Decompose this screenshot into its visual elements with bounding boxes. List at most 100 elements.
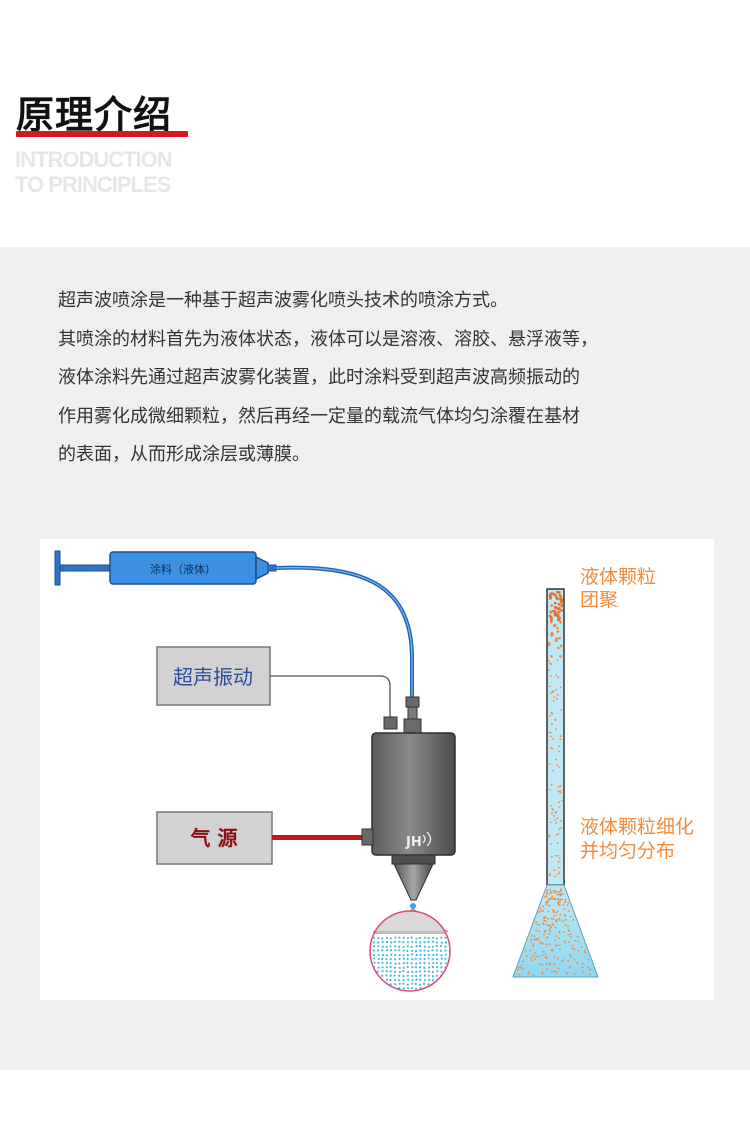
cone-particle — [555, 911, 558, 914]
tube-particle — [556, 659, 559, 662]
mist-droplet — [444, 953, 447, 956]
mist-droplet — [372, 941, 375, 944]
mist-droplet — [427, 949, 430, 953]
mist-droplet — [389, 965, 392, 969]
cone-particle — [519, 967, 522, 969]
gas-connector — [361, 828, 374, 846]
agglomerated-particle — [559, 594, 562, 598]
mist-droplet — [389, 937, 392, 940]
cone-particle — [565, 972, 568, 975]
cone-particle — [557, 891, 559, 893]
mist-droplet — [427, 974, 430, 977]
tube-particle — [552, 700, 555, 702]
mist-droplet — [444, 941, 448, 944]
tube-particle — [558, 857, 561, 860]
cone-particle — [560, 893, 562, 895]
mist-droplet — [398, 954, 401, 957]
ultrasonic-box: 超声振动 — [156, 646, 271, 706]
cone-particle — [543, 923, 545, 926]
tube-particle — [557, 786, 560, 788]
cone-particle — [569, 933, 572, 936]
gas-tube — [272, 835, 362, 840]
cone-particle — [538, 955, 541, 958]
mist-droplet — [373, 987, 376, 990]
mist-droplet — [415, 953, 418, 956]
mist-droplet — [444, 949, 447, 952]
ultrasonic-connector — [383, 716, 398, 730]
english-subtitle-line1: INTRODUCTION — [15, 147, 173, 172]
mist-droplet — [397, 945, 401, 948]
mist-droplet — [370, 937, 372, 940]
cone-particle — [546, 902, 548, 904]
cone-particle — [557, 901, 560, 904]
title-underline — [16, 131, 188, 137]
cone-particle — [547, 917, 549, 920]
cone-particle — [563, 940, 566, 942]
mist-droplet — [435, 949, 438, 952]
cone-particle — [542, 942, 544, 945]
mist-droplet — [402, 962, 405, 965]
cone-particle — [553, 898, 555, 900]
cone-particle — [587, 966, 589, 969]
mist-droplet — [377, 941, 380, 944]
cone-particle — [559, 919, 561, 922]
cone-particle — [528, 971, 530, 974]
tube-particle — [557, 860, 560, 863]
mist-droplet — [419, 983, 422, 986]
cone-particle — [569, 954, 572, 957]
syringe-nozzle — [255, 555, 269, 581]
agglomerated-particle — [550, 592, 553, 595]
mist-droplet — [397, 979, 400, 982]
agglomerated-particle — [557, 602, 561, 606]
mist-droplet — [431, 958, 434, 961]
mist-droplet — [445, 962, 448, 965]
mist-droplet — [410, 949, 414, 952]
cone-particle — [527, 973, 530, 975]
mist-droplet — [373, 974, 376, 977]
tube-particle — [559, 735, 562, 738]
mist-droplet — [423, 954, 426, 957]
mist-droplet — [385, 970, 388, 973]
cone-particle — [581, 966, 584, 969]
tube-particle — [548, 669, 550, 671]
mist-droplet — [370, 982, 371, 985]
mist-droplet — [390, 953, 393, 956]
mist-droplet — [390, 941, 393, 944]
mist-droplet — [448, 978, 450, 981]
cone-particle — [535, 938, 537, 940]
mist-droplet — [423, 949, 426, 952]
tube-particle — [554, 819, 556, 821]
mist-droplet — [398, 982, 401, 985]
cone-particle — [551, 923, 554, 925]
mist-droplet — [431, 949, 434, 952]
cone-particle — [517, 973, 520, 976]
mist-droplet — [419, 986, 422, 989]
cone-particle — [584, 949, 586, 951]
cone-particle — [550, 917, 553, 920]
mist-droplet — [402, 970, 405, 973]
mist-droplet — [432, 940, 435, 943]
mist-droplet — [419, 941, 422, 944]
tube-particle — [554, 875, 556, 878]
cone-particle — [541, 909, 544, 912]
mist-droplet — [435, 953, 438, 956]
mist-droplet — [419, 962, 422, 965]
mist-droplet — [440, 970, 443, 973]
mist-droplet — [419, 957, 422, 960]
tube-particle — [559, 819, 562, 822]
cone-particle — [560, 888, 562, 891]
mist-droplet — [414, 987, 418, 990]
mist-droplet — [423, 974, 426, 977]
cone-particle — [577, 940, 580, 943]
tube-particle — [556, 698, 558, 700]
cone-particle — [548, 904, 551, 907]
cone-particle — [548, 963, 550, 966]
cone-particle — [532, 974, 535, 976]
mist-droplet — [410, 962, 413, 965]
tube-particle — [550, 747, 552, 749]
mist-droplet — [394, 966, 397, 969]
cone-particle — [564, 918, 567, 921]
agglomerated-particle — [559, 600, 563, 604]
mist-droplet — [394, 983, 397, 986]
mist-droplet — [406, 965, 409, 969]
